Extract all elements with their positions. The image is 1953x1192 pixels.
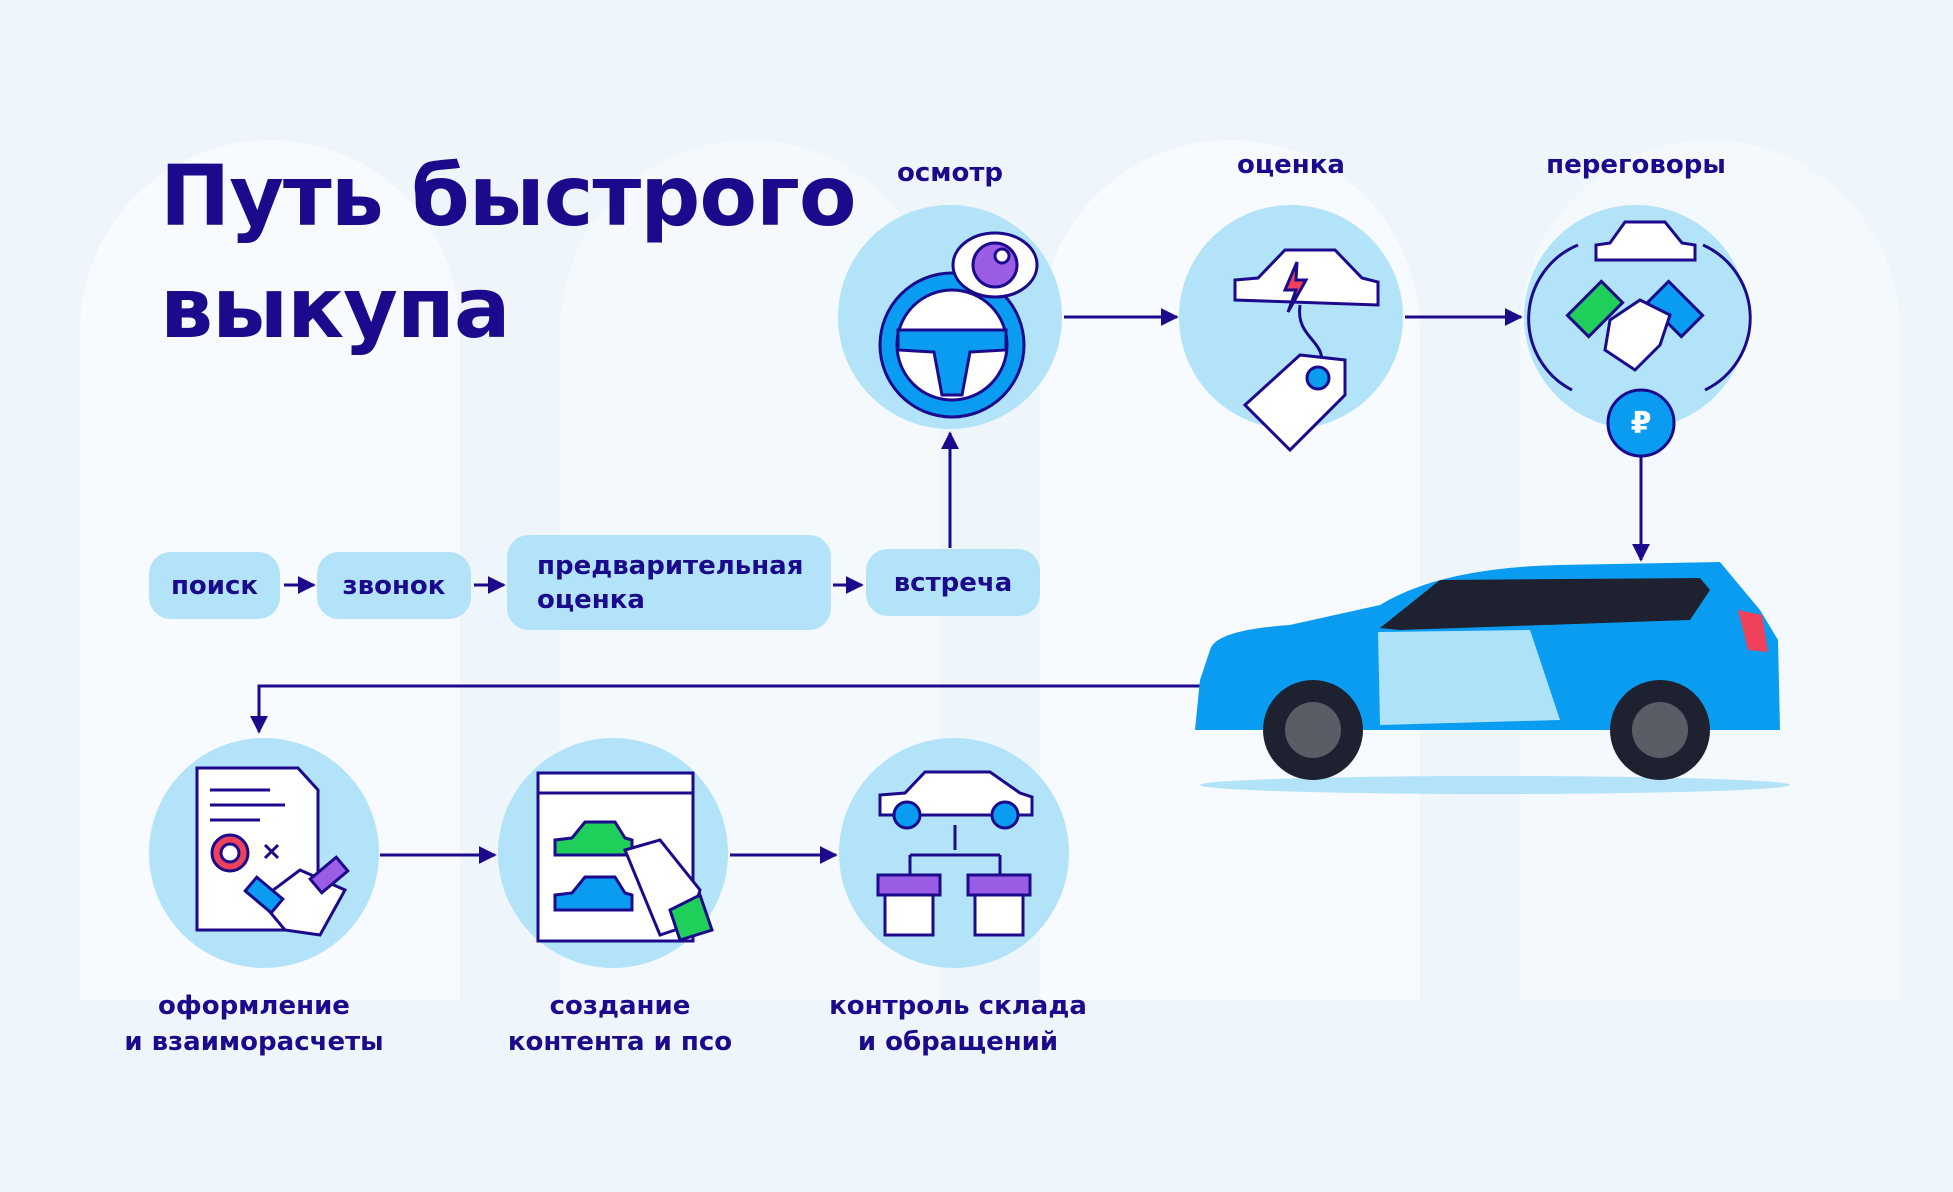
- label-line-1: создание: [549, 991, 691, 1021]
- arrow-car-oformlenie: [250, 684, 1205, 734]
- bottom-label-sklad: контроль склада и обращений: [829, 988, 1087, 1060]
- warehouse-circle: [839, 738, 1069, 968]
- title-line-2: выкупа: [160, 259, 511, 357]
- bottom-label-oformlenie: оформление и взаиморасчеты: [124, 988, 383, 1060]
- step-label-peregovory: переговоры: [1546, 150, 1726, 180]
- step-label-osmotr: осмотр: [896, 158, 1004, 188]
- pill-vstrecha: встреча: [866, 549, 1040, 616]
- ruble-symbol: ₽: [1631, 406, 1652, 441]
- contract-handshake-icon: [195, 766, 350, 937]
- pill-predvaritelnaya-ocenka: предварительная оценка: [507, 535, 831, 630]
- ruble-badge: [1606, 388, 1676, 458]
- pill-poisk: поиск: [149, 552, 280, 619]
- warehouse-control-icon: [876, 770, 1034, 937]
- car-illustration: [1195, 562, 1790, 794]
- label-line-2: и взаиморасчеты: [124, 1027, 384, 1057]
- content-circle: [498, 738, 728, 968]
- content-creation-icon: [536, 771, 714, 943]
- title-line-1: Путь быстрого: [160, 147, 857, 245]
- pill-line-2: оценка: [537, 584, 645, 615]
- label-line-1: оформление: [158, 991, 350, 1021]
- car-price-tag-icon: [1233, 248, 1380, 453]
- step-label-ocenka: оценка: [1237, 150, 1345, 180]
- label-line-1: контроль склада: [829, 991, 1087, 1021]
- valuation-circle: [1179, 205, 1403, 453]
- page-title: Путь быстрого выкупа: [160, 140, 857, 364]
- paperwork-circle: [149, 738, 379, 968]
- pill-zvonok: звонок: [317, 552, 471, 619]
- label-line-2: и обращений: [857, 1027, 1059, 1057]
- steering-wheel-eye-icon: [878, 231, 1039, 419]
- bottom-label-kontent: создание контента и псо: [508, 988, 732, 1060]
- connectors: [250, 308, 1650, 864]
- negotiation-circle: ₽: [1524, 205, 1752, 458]
- inspection-circle: [838, 205, 1062, 429]
- pill-line-1: предварительная: [537, 550, 804, 581]
- label-line-2: контента и псо: [507, 1027, 733, 1057]
- handshake-cycle-icon: [1527, 220, 1752, 392]
